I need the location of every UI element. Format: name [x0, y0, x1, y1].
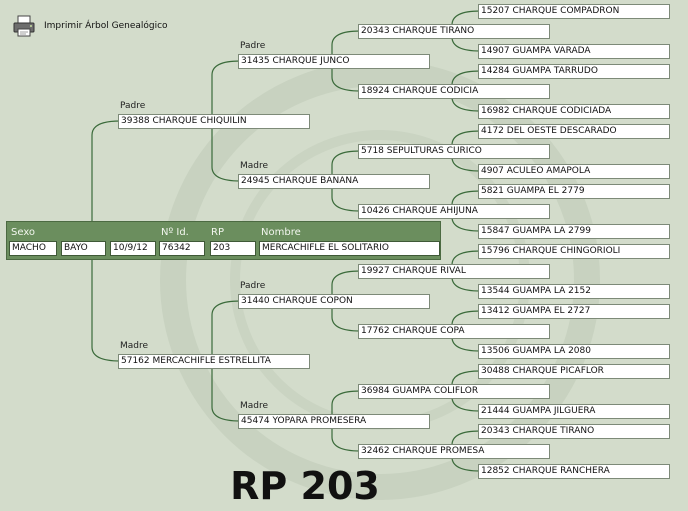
print-tree-button[interactable]: Imprimir Árbol Genealógico: [12, 14, 168, 38]
sire-label: Padre: [240, 281, 266, 291]
rp-field: 203: [210, 241, 256, 256]
g4-ancestor-box[interactable]: 13412 GUAMPA EL 2727: [478, 304, 670, 319]
g4-ancestor-box[interactable]: 13544 GUAMPA LA 2152: [478, 284, 670, 299]
g4-ancestor-box[interactable]: 30488 CHARQUE PICAFLOR: [478, 364, 670, 379]
g4-ancestor-box[interactable]: 14907 GUAMPA VARADA: [478, 44, 670, 59]
g4-ancestor-box[interactable]: 16982 CHARQUE CODICIADA: [478, 104, 670, 119]
sexo-field: MACHO: [9, 241, 57, 256]
g3-ancestor-box[interactable]: 32462 CHARQUE PROMESA: [358, 444, 550, 459]
g1-parent-box[interactable]: 39388 CHARQUE CHIQUILIN: [118, 114, 310, 129]
birth-date-field: 10/9/12: [110, 241, 156, 256]
subject-panel: Sexo Nº Id. RP Nombre MACHO BAYO 10/9/12…: [6, 221, 441, 260]
g3-ancestor-box[interactable]: 17762 CHARQUE COPA: [358, 324, 550, 339]
g1-parent-box[interactable]: 57162 MERCACHIFLE ESTRELLITA: [118, 354, 310, 369]
dam-label: Madre: [120, 341, 149, 351]
header-nombre: Nombre: [261, 227, 301, 238]
g3-ancestor-box[interactable]: 36984 GUAMPA COLIFLOR: [358, 384, 550, 399]
g2-ancestor-box[interactable]: 24945 CHARQUE BANANA: [238, 174, 430, 189]
g4-ancestor-box[interactable]: 5821 GUAMPA EL 2779: [478, 184, 670, 199]
nid-field: 76342: [159, 241, 205, 256]
g2-ancestor-box[interactable]: 45474 YOPARA PROMESERA: [238, 414, 430, 429]
color-field: BAYO: [61, 241, 106, 256]
dam-label: Madre: [240, 161, 269, 171]
g4-ancestor-box[interactable]: 4172 DEL OESTE DESCARADO: [478, 124, 670, 139]
g4-ancestor-box[interactable]: 14284 GUAMPA TARRUDO: [478, 64, 670, 79]
g3-ancestor-box[interactable]: 18924 CHARQUE CODICIA: [358, 84, 550, 99]
g4-ancestor-box[interactable]: 12852 CHARQUE RANCHERA: [478, 464, 670, 479]
nombre-field: MERCACHIFLE EL SOLITARIO: [259, 241, 440, 256]
rp-title: RP 203: [230, 464, 380, 508]
g4-ancestor-box[interactable]: 15796 CHARQUE CHINGORIOLI: [478, 244, 670, 259]
print-tree-label: Imprimir Árbol Genealógico: [44, 21, 168, 31]
g4-ancestor-box[interactable]: 15207 CHARQUE COMPADRON: [478, 4, 670, 19]
dam-label: Madre: [240, 401, 269, 411]
g4-ancestor-box[interactable]: 21444 GUAMPA JILGUERA: [478, 404, 670, 419]
g4-ancestor-box[interactable]: 4907 ACULEO AMAPOLA: [478, 164, 670, 179]
sire-label: Padre: [240, 41, 266, 51]
g4-ancestor-box[interactable]: 15847 GUAMPA LA 2799: [478, 224, 670, 239]
printer-icon: [13, 15, 35, 37]
header-nid: Nº Id.: [161, 227, 189, 238]
g3-ancestor-box[interactable]: 5718 SEPULTURAS CURICO: [358, 144, 550, 159]
g2-ancestor-box[interactable]: 31435 CHARQUE JUNCO: [238, 54, 430, 69]
g2-ancestor-box[interactable]: 31440 CHARQUE COPON: [238, 294, 430, 309]
g3-ancestor-box[interactable]: 20343 CHARQUE TIRANO: [358, 24, 550, 39]
g4-ancestor-box[interactable]: 20343 CHARQUE TIRANO: [478, 424, 670, 439]
sire-label: Padre: [120, 101, 146, 111]
g3-ancestor-box[interactable]: 10426 CHARQUE AHIJUNA: [358, 204, 550, 219]
header-sexo: Sexo: [11, 227, 36, 238]
g4-ancestor-box[interactable]: 13506 GUAMPA LA 2080: [478, 344, 670, 359]
header-rp: RP: [211, 227, 224, 238]
g3-ancestor-box[interactable]: 19927 CHARQUE RIVAL: [358, 264, 550, 279]
